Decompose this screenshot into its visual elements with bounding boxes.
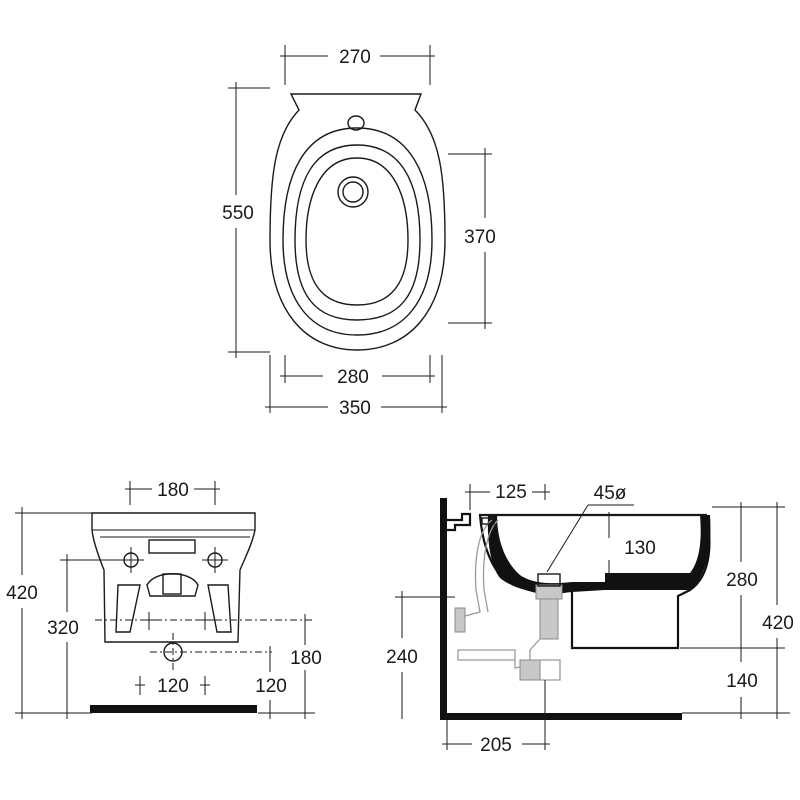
leg-right bbox=[207, 584, 232, 633]
leg-left bbox=[115, 584, 141, 633]
wall-line bbox=[440, 498, 447, 720]
dim-120-vertical: 120 bbox=[255, 676, 287, 697]
dim-280: 280 bbox=[337, 367, 369, 388]
bidet-rear-outline bbox=[91, 512, 256, 643]
waste-boss bbox=[146, 573, 199, 597]
bidet-top-outline bbox=[269, 93, 446, 351]
wall-bracket bbox=[447, 512, 472, 532]
dim-420-side: 420 bbox=[762, 613, 794, 634]
dim-550: 550 bbox=[222, 203, 254, 224]
dim-130: 130 bbox=[624, 538, 656, 559]
drain-inner bbox=[342, 181, 364, 203]
bowl-basin-outline bbox=[305, 157, 409, 306]
floor-line bbox=[90, 705, 257, 713]
tap-hole bbox=[347, 115, 365, 131]
front-view: 180 420 320 180 120 120 bbox=[6, 480, 322, 719]
drain-outer bbox=[337, 176, 369, 208]
dim-45-dia: 45ø bbox=[594, 483, 627, 504]
dim-370: 370 bbox=[464, 227, 496, 248]
waste-tail bbox=[539, 598, 559, 640]
dim-140: 140 bbox=[726, 671, 758, 692]
dim-205: 205 bbox=[480, 735, 512, 756]
floor-line-side bbox=[440, 713, 682, 720]
dim-180-right: 180 bbox=[290, 648, 322, 669]
bowl-section bbox=[487, 515, 711, 594]
waste-fitting bbox=[535, 584, 563, 600]
rear-slot bbox=[148, 539, 196, 554]
dim-125: 125 bbox=[495, 482, 527, 503]
bowl-outer-outline bbox=[282, 127, 433, 336]
dim-180-top: 180 bbox=[157, 480, 189, 501]
dim-270: 270 bbox=[339, 47, 371, 68]
dim-240: 240 bbox=[386, 647, 418, 668]
dim-420-front: 420 bbox=[6, 583, 38, 604]
top-view: 270 550 370 280 350 bbox=[222, 45, 496, 419]
dim-280-side: 280 bbox=[726, 570, 758, 591]
trap-pipe bbox=[457, 638, 541, 669]
supply-pipe bbox=[464, 519, 493, 617]
bowl-inner-outline bbox=[294, 144, 421, 321]
dim-320: 320 bbox=[47, 618, 79, 639]
side-view: 125 45ø 130 280 420 140 240 20 bbox=[386, 482, 794, 756]
dim-120-horizontal: 120 bbox=[157, 676, 189, 697]
dim-350: 350 bbox=[339, 398, 371, 419]
